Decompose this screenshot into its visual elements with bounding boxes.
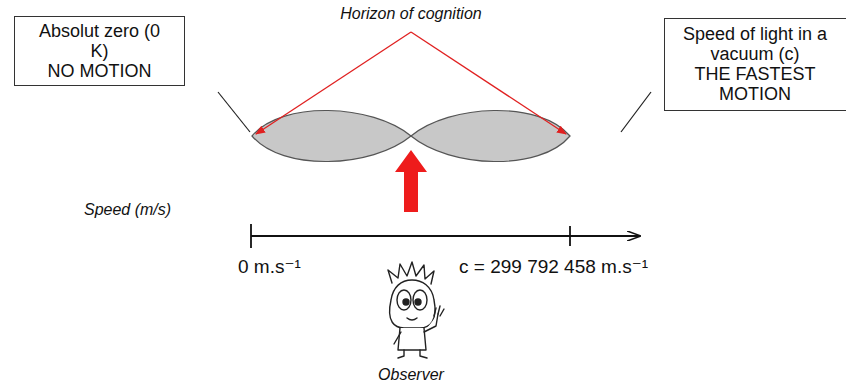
- axis-value: c = 299 792 458 m.s⁻¹: [459, 255, 648, 278]
- box-heading: Speed of light in a vacuum (c): [673, 24, 837, 64]
- box-heading: Absolut zero (0 K): [35, 21, 164, 61]
- axis-title: Horizon of cognition: [340, 5, 481, 23]
- axis-tick: [250, 224, 252, 248]
- observer-arrow: [395, 150, 427, 212]
- leader-line: [218, 92, 250, 132]
- horizon-line: [256, 32, 411, 134]
- horizon-line: [411, 32, 566, 134]
- box-body: THE FASTEST MOTION: [673, 64, 837, 104]
- state-box: Speed of light in a vacuum (c)THE FASTES…: [664, 18, 846, 111]
- axis-value: 0 m.s⁻¹: [238, 255, 301, 278]
- figure-label: Observer: [378, 366, 444, 384]
- leader-line: [621, 92, 651, 132]
- speed-axis: [251, 235, 640, 237]
- box-body: NO MOTION: [35, 61, 164, 81]
- axis-tick: [569, 226, 571, 246]
- axis-label: Speed (m/s): [84, 201, 171, 219]
- state-box: Absolut zero (0 K)NO MOTION: [14, 16, 185, 86]
- observer-figure: [388, 262, 444, 358]
